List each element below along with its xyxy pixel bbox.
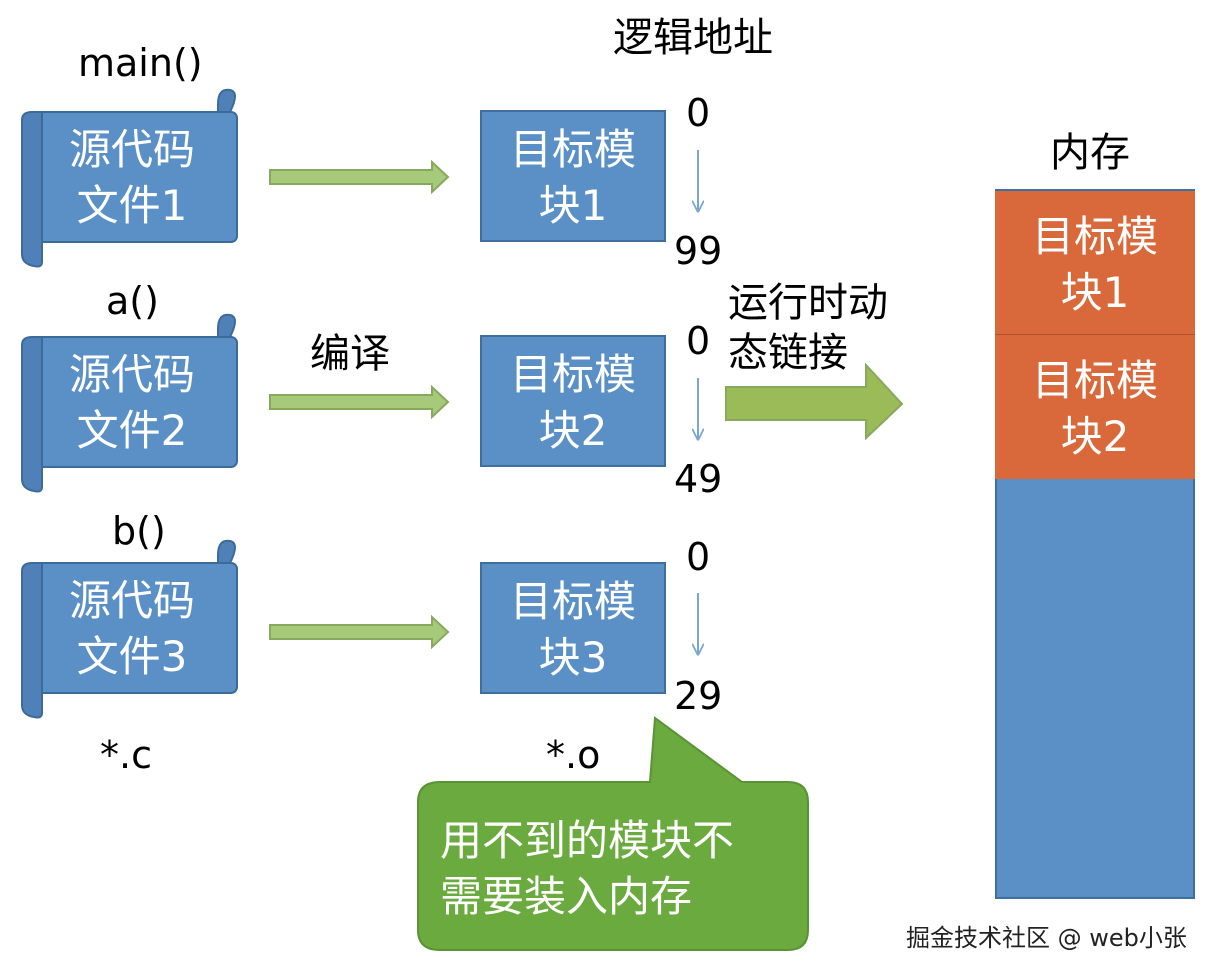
module-1-end-address: 99 (674, 229, 723, 273)
compile-label: 编译 (310, 331, 390, 377)
module-1-start-address: 0 (686, 91, 711, 135)
memory-block-1: 目标模 块1 (995, 191, 1195, 335)
object-module-2: 目标模 块2 (480, 335, 666, 467)
source-file-1-line1: 源代码 (68, 125, 195, 174)
compile-arrow-1 (269, 159, 450, 195)
module-3-start-address: 0 (686, 535, 711, 579)
dynamic-link-line2: 态链接 (728, 330, 848, 376)
source-file-1-line2: 文件1 (76, 181, 188, 230)
memory-block-2-line2: 块2 (1060, 412, 1130, 461)
source-2-func: a() (106, 279, 159, 323)
module-3-end-address: 29 (674, 674, 723, 718)
object-module-2-line2: 块2 (538, 406, 608, 455)
object-module-1-line2: 块1 (538, 181, 608, 230)
source-file-3-line2: 文件3 (76, 632, 188, 681)
memory-block-1-line2: 块1 (1060, 268, 1130, 317)
source-file-2-scroll (21, 313, 238, 493)
source-1-func: main() (78, 41, 203, 85)
dynamic-link-arrow (725, 362, 904, 441)
memory-block-1-line1: 目标模 (1031, 212, 1158, 261)
source-file-3-scroll (21, 539, 238, 719)
source-file-1-label: 源代码 文件1 (52, 122, 212, 234)
object-module-3-line2: 块3 (538, 633, 608, 682)
source-extension: *.c (100, 733, 152, 777)
memory-block-2: 目标模 块2 (995, 335, 1195, 479)
source-3-func: b() (112, 509, 166, 553)
source-file-2-line1: 源代码 (68, 350, 195, 399)
source-file-2-line2: 文件2 (76, 406, 188, 455)
callout-line2: 需要装入内存 (440, 872, 693, 921)
object-module-1: 目标模 块1 (480, 110, 666, 242)
callout-line1: 用不到的模块不 (440, 816, 735, 865)
callout-bubble (417, 716, 809, 951)
memory-title: 内存 (1050, 130, 1130, 176)
compile-arrow-3 (269, 614, 450, 650)
object-extension: *.o (546, 733, 601, 777)
source-file-3-line1: 源代码 (68, 576, 195, 625)
dynamic-link-label: 运行时动 态链接 (728, 278, 888, 378)
source-file-2-label: 源代码 文件2 (52, 347, 212, 459)
compile-arrow-2 (269, 384, 450, 420)
memory-block-2-line1: 目标模 (1031, 356, 1158, 405)
object-module-1-line1: 目标模 (509, 125, 636, 174)
watermark: 掘金技术社区 @ web小张 (906, 924, 1187, 952)
dynamic-link-line1: 运行时动 (728, 280, 888, 326)
module-2-end-address: 49 (674, 457, 723, 501)
object-module-3-line1: 目标模 (509, 577, 636, 626)
object-module-3: 目标模 块3 (480, 562, 666, 694)
source-file-1-scroll (21, 88, 238, 268)
module-2-start-address: 0 (686, 319, 711, 363)
logical-address-title: 逻辑地址 (613, 15, 773, 61)
source-file-3-label: 源代码 文件3 (52, 573, 212, 685)
object-module-2-line1: 目标模 (509, 350, 636, 399)
callout-text: 用不到的模块不 需要装入内存 (440, 813, 790, 925)
